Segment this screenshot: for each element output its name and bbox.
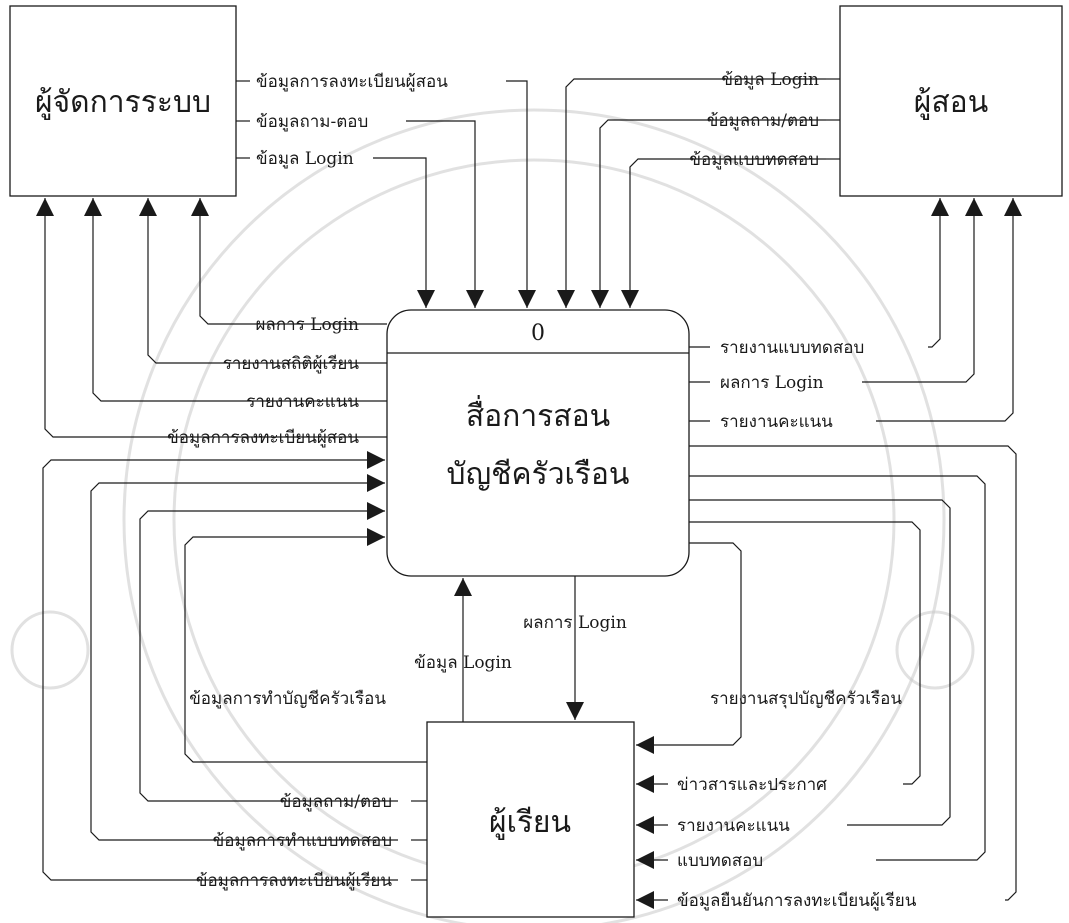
label-learner-test: ข้อมูลการทำแบบทดสอบ — [213, 831, 392, 851]
teacher-entity-box — [839, 5, 1063, 197]
flow-to-teacher-test-report — [928, 198, 949, 348]
learner-entity-box — [426, 721, 635, 918]
flow-to-learner-test — [689, 475, 986, 861]
flow-to-learner-summary — [636, 542, 742, 754]
flow-admin-login — [373, 157, 435, 308]
label-learner-household: ข้อมูลการทำบัญชีครัวเรือน — [189, 689, 386, 709]
label-to-learner-summary: รายงานสรุปบัญชีครัวเรือน — [710, 689, 902, 709]
teacher-entity-label: ผู้สอน — [914, 85, 988, 120]
flow-learner-test — [90, 474, 398, 841]
flow-teacher-login — [557, 78, 826, 308]
process-title-line1: สื่อการสอน — [466, 395, 610, 434]
learner-entity-label: ผู้เรียน — [489, 805, 571, 840]
label-learner-qa: ข้อมูลถาม/ตอบ — [280, 792, 392, 812]
flow-to-teacher-score — [876, 198, 1022, 422]
label-to-admin-reg-teacher: ข้อมูลการลงทะเบียนผู้สอน — [167, 428, 359, 448]
label-to-learner-reg-confirm: ข้อมูลยืนยันการลงทะเบียนผู้เรียน — [677, 891, 917, 911]
label-to-teacher-login-result: ผลการ Login — [720, 373, 824, 393]
process-title-line2: บัญชีครัวเรือน — [447, 457, 630, 492]
flow-to-admin-reg-teacher — [36, 198, 368, 438]
label-learner-reg: ข้อมูลการลงทะเบียนผู้เรียน — [196, 871, 393, 891]
flow-to-admin-learner-stats — [139, 198, 368, 364]
flow-to-learner-news — [689, 521, 921, 785]
flow-teacher-qa — [591, 119, 826, 308]
label-to-admin-login-result: ผลการ Login — [255, 315, 359, 335]
flow-to-teacher-login-result — [862, 198, 983, 383]
flow-to-admin-login-result — [191, 198, 368, 325]
label-learner-login: ข้อมูล Login — [414, 653, 512, 673]
label-to-admin-score: รายงานคะแนน — [246, 392, 359, 412]
label-admin-login: ข้อมูล Login — [256, 149, 354, 169]
flow-to-learner-score — [689, 499, 951, 826]
label-teacher-login: ข้อมูล Login — [721, 70, 819, 90]
label-admin-qa: ข้อมูลถาม-ตอบ — [256, 112, 368, 132]
flow-learner-qa — [139, 502, 398, 802]
flow-teacher-test — [621, 158, 826, 308]
label-teacher-test: ข้อมูลแบบทดสอบ — [689, 150, 819, 170]
label-to-learner-test: แบบทดสอบ — [677, 851, 763, 871]
admin-entity-label: ผู้จัดการระบบ — [35, 85, 211, 120]
label-to-learner-news: ข่าวสารและประกาศ — [677, 775, 827, 795]
flow-learner-household — [184, 528, 427, 763]
process-number: 0 — [531, 321, 545, 346]
label-teacher-qa: ข้อมูลถาม/ตอบ — [707, 111, 819, 131]
label-to-learner-score: รายงานคะแนน — [677, 816, 790, 836]
flow-admin-reg-teacher — [506, 80, 536, 308]
label-to-learner-login-result: ผลการ Login — [523, 613, 627, 633]
label-to-teacher-test-report: รายงานแบบทดสอบ — [720, 338, 864, 358]
flow-to-learner-reg-confirm — [689, 445, 1017, 901]
flow-admin-qa — [406, 120, 484, 308]
flow-learner-reg — [42, 451, 398, 881]
label-to-teacher-score: รายงานคะแนน — [720, 412, 833, 432]
label-admin-reg-teacher: ข้อมูลการลงทะเบียนผู้สอน — [256, 72, 448, 92]
label-to-admin-learner-stats: รายงานสถิติผู้เรียน — [223, 354, 360, 374]
process-box — [386, 309, 690, 577]
flow-to-admin-score — [84, 198, 368, 402]
admin-entity-box — [9, 5, 237, 197]
